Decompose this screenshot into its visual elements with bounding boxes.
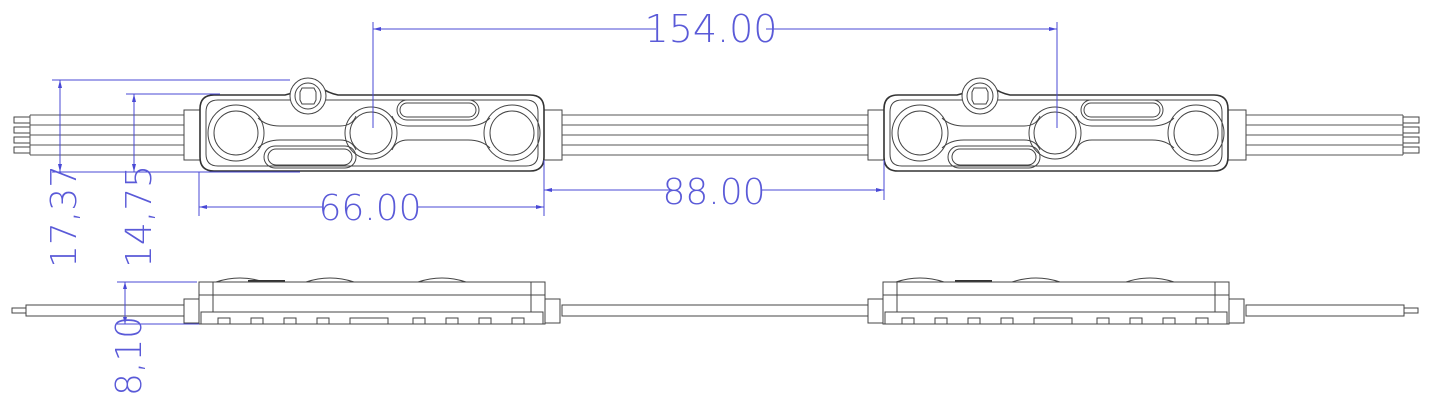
- dimension-body-height: 14,75: [119, 93, 220, 268]
- dimension-overall-height-label: 17,37: [44, 165, 85, 268]
- dimension-thickness-label: 8,10: [109, 316, 150, 396]
- right-wire-bundle: [1246, 114, 1420, 156]
- left-wire-bundle: [13, 114, 184, 156]
- dimension-module-length: 66.00: [198, 160, 545, 229]
- module-2-side: [867, 277, 1245, 325]
- dimension-gap: 88.00: [544, 160, 885, 213]
- dimension-pitch-label: 154.00: [645, 7, 778, 51]
- module-2-top: [867, 77, 1247, 172]
- dimension-gap-label: 88.00: [662, 172, 765, 213]
- dimension-module-length-label: 66.00: [318, 188, 421, 229]
- connecting-wires: [562, 114, 868, 156]
- dimension-pitch: 154.00: [372, 7, 1058, 128]
- dimension-overall-height: 17,37: [44, 79, 300, 268]
- dimension-thickness: 8,10: [109, 281, 199, 396]
- dimension-body-height-label: 14,75: [119, 165, 160, 268]
- module-1-top: [183, 77, 563, 172]
- module-1-side: [183, 277, 561, 325]
